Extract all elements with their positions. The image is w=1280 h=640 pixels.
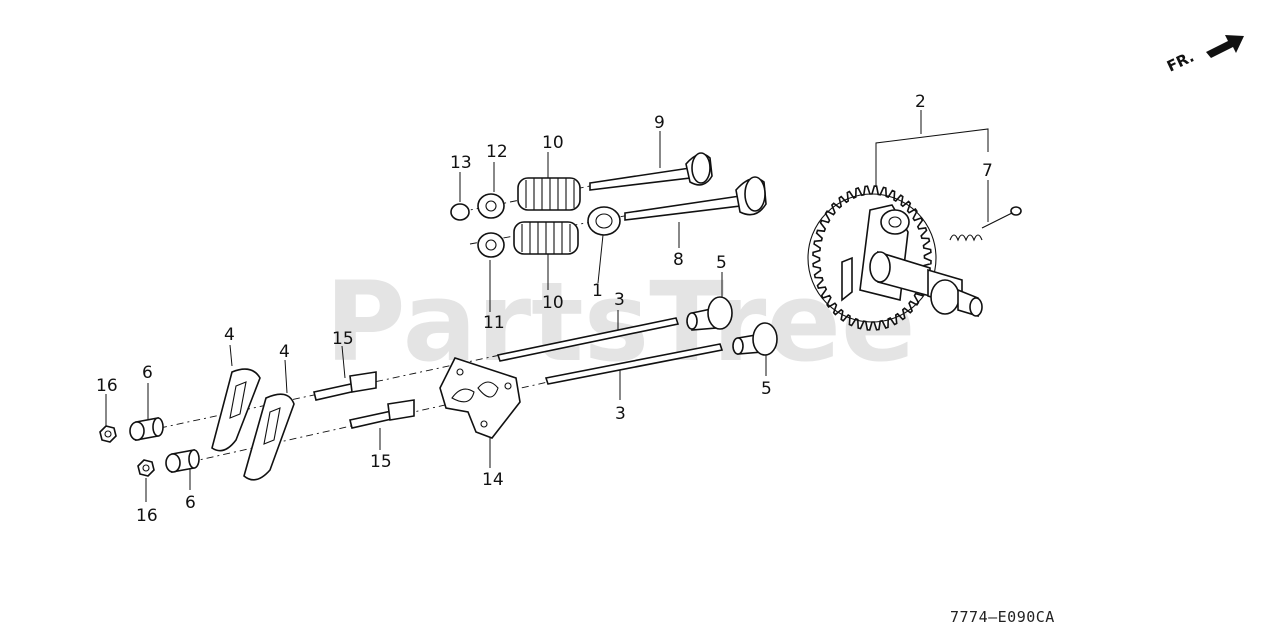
callout-15-upper: 15 — [332, 329, 354, 349]
figure-code: 7774—E090CA — [950, 608, 1055, 626]
camshaft-gear — [807, 185, 983, 331]
rocker-pivot-upper — [129, 417, 164, 441]
rocker-arm-left — [211, 368, 261, 452]
callout-16-lower: 16 — [136, 506, 158, 526]
callout-4-right: 4 — [279, 342, 290, 362]
pivot-nut-upper — [99, 425, 117, 443]
callout-1: 1 — [592, 281, 603, 301]
push-rod-upper — [496, 317, 680, 362]
callout-7: 7 — [982, 161, 993, 181]
callout-15-lower: 15 — [370, 452, 392, 472]
callout-6-lower: 6 — [185, 493, 196, 513]
rocker-pivot-lower — [165, 449, 200, 473]
callout-10-lower: 10 — [542, 293, 564, 313]
callout-5-lower: 5 — [761, 379, 772, 399]
valve-spring-upper — [517, 177, 581, 211]
callout-9: 9 — [654, 113, 665, 133]
valve-seal — [587, 206, 621, 236]
push-rod-lower — [544, 343, 724, 385]
direction-indicator: FR. — [1164, 35, 1244, 76]
spring-retainer-lower — [477, 232, 505, 258]
leader-lines — [105, 110, 989, 502]
spring-retainer-upper — [477, 193, 505, 219]
callout-4-left: 4 — [224, 325, 235, 345]
rocker-arm-right — [243, 393, 295, 481]
valve-cap — [450, 203, 470, 221]
callout-14: 14 — [482, 470, 504, 490]
pivot-nut-lower — [137, 459, 155, 477]
tappet-upper — [686, 296, 733, 331]
forward-arrow-icon — [1206, 35, 1244, 58]
callout-13: 13 — [450, 153, 472, 173]
callout-3-lower: 3 — [615, 404, 626, 424]
callout-10-upper: 10 — [542, 133, 564, 153]
push-rod-guide-plate — [439, 357, 521, 439]
callout-6-upper: 6 — [142, 363, 153, 383]
callout-numbers: 1 2 3 3 4 4 5 5 6 6 7 8 9 10 10 11 12 13… — [96, 92, 993, 526]
callout-16-upper: 16 — [96, 376, 118, 396]
callout-12: 12 — [486, 142, 508, 162]
callout-8: 8 — [673, 250, 684, 270]
pivot-stud-lower — [349, 399, 415, 429]
callout-11: 11 — [483, 313, 505, 333]
exhaust-valve — [589, 152, 713, 191]
callout-5-upper: 5 — [716, 253, 727, 273]
callout-3-upper: 3 — [614, 290, 625, 310]
direction-label: FR. — [1164, 48, 1197, 76]
tappet-lower — [732, 322, 778, 356]
callout-2: 2 — [915, 92, 926, 112]
valve-spring-lower — [513, 221, 579, 255]
pivot-stud-upper — [313, 371, 377, 401]
decompressor-spring — [949, 206, 1022, 242]
intake-valve — [624, 176, 767, 221]
